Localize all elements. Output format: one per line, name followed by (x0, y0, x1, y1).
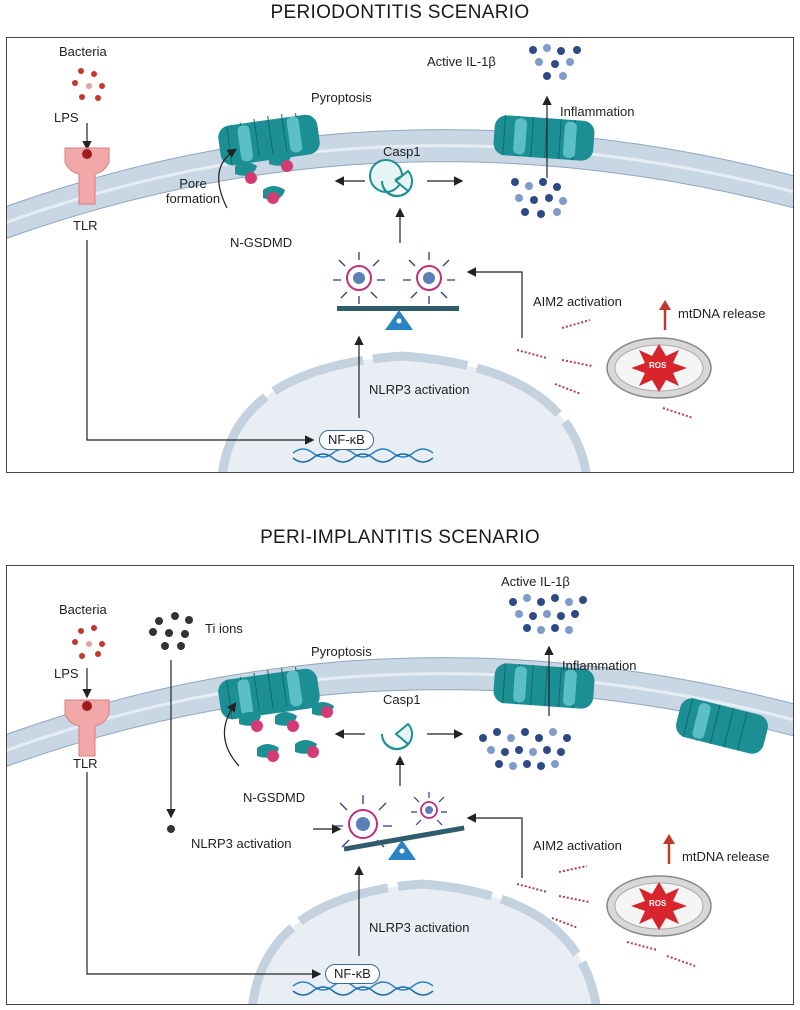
nucleus (218, 351, 591, 472)
mitochondrion-icon (606, 875, 712, 937)
dna-helix-icon (292, 981, 434, 996)
balance-scale-tilted (343, 825, 465, 860)
lps-label: LPS (54, 110, 79, 125)
ti-ions-label: Ti ions (205, 621, 243, 636)
periodontitis-panel: Bacteria LPS TLR Pyroptosis Active IL-1β… (6, 37, 794, 473)
active-il1b-cluster (529, 44, 581, 80)
gsdmd-pore-icon-2 (493, 115, 595, 161)
mitochondrion-icon (606, 337, 712, 399)
tlr-receptor-icon (64, 147, 110, 205)
bacteria-label: Bacteria (59, 44, 107, 59)
pore-formation-label: Pore formation (165, 176, 221, 206)
inflammasome-nlrp3 (334, 795, 392, 848)
n-gsdmd-label: N-GSDMD (243, 790, 306, 805)
bacteria-label: Bacteria (59, 602, 107, 617)
active-il1b-label: Active IL-1β (427, 54, 496, 69)
inflammasome-nlrp3 (333, 252, 385, 304)
nfkb-badge: NF-κB (325, 964, 380, 984)
pro-il1b-cluster (511, 178, 567, 218)
balance-scale (337, 306, 459, 330)
gsdmd-pore-icon (218, 112, 320, 166)
bacteria-cluster (72, 625, 105, 659)
pyroptosis-label: Pyroptosis (311, 90, 372, 105)
gsdmd-pore-icon (218, 666, 320, 720)
casp1-label: Casp1 (383, 144, 421, 159)
casp1-icon (369, 158, 413, 198)
aim2-label: AIM2 activation (533, 838, 622, 853)
nlrp3-nucleus-label: NLRP3 activation (369, 382, 470, 397)
tlr-label: TLR (73, 218, 98, 233)
active-il1b-label: Active IL-1β (501, 574, 570, 589)
gsdmd-pore-icon-3 (676, 698, 768, 754)
pro-il1b-cluster (479, 728, 571, 770)
inflammation-label: Inflammation (562, 658, 637, 673)
mtdna-fragments (516, 865, 696, 967)
cell-membrane (7, 657, 793, 767)
tlr-receptor-icon (64, 699, 110, 757)
mtdna-label: mtDNA release (682, 849, 770, 864)
nlrp3-nucleus-label: NLRP3 activation (369, 920, 470, 935)
ti-ions-cluster (149, 612, 193, 650)
nlrp3-left-label: NLRP3 activation (191, 836, 292, 851)
peri-implantitis-diagram (7, 594, 793, 1004)
ros-label: ROS (649, 361, 667, 370)
mtdna-fragments (516, 319, 694, 419)
nucleus (248, 879, 601, 1004)
nfkb-badge: NF-κB (319, 430, 374, 450)
tlr-label: TLR (73, 756, 98, 771)
increase-arrow-icon (663, 834, 675, 864)
lps-label: LPS (54, 666, 79, 681)
ti-ion-icon (167, 825, 175, 833)
panel-1-title: PERIODONTITIS SCENARIO (270, 2, 530, 23)
increase-arrow-icon (659, 300, 671, 330)
panel-2-title: PERI-IMPLANTITIS SCENARIO (260, 527, 540, 548)
n-gsdmd-monomers (235, 152, 293, 204)
pyroptosis-label: Pyroptosis (311, 644, 372, 659)
active-il1b-cluster (509, 594, 587, 634)
mtdna-label: mtDNA release (678, 306, 766, 321)
aim2-label: AIM2 activation (533, 294, 622, 309)
inflammasome-aim2 (411, 792, 447, 826)
bacteria-cluster (72, 68, 105, 101)
n-gsdmd-monomers (239, 702, 334, 762)
gsdmd-pore-icon-2 (493, 663, 595, 709)
n-gsdmd-label: N-GSDMD (230, 235, 293, 250)
inflammasome-aim2 (403, 252, 455, 304)
casp1-icon (380, 722, 413, 751)
dna-helix-icon (292, 448, 434, 463)
casp1-label: Casp1 (383, 692, 421, 707)
ros-label: ROS (649, 899, 667, 908)
peri-implantitis-panel: Bacteria Ti ions LPS TLR Pyroptosis Acti… (6, 565, 794, 1005)
inflammation-label: Inflammation (560, 104, 635, 119)
periodontitis-diagram (7, 44, 793, 472)
